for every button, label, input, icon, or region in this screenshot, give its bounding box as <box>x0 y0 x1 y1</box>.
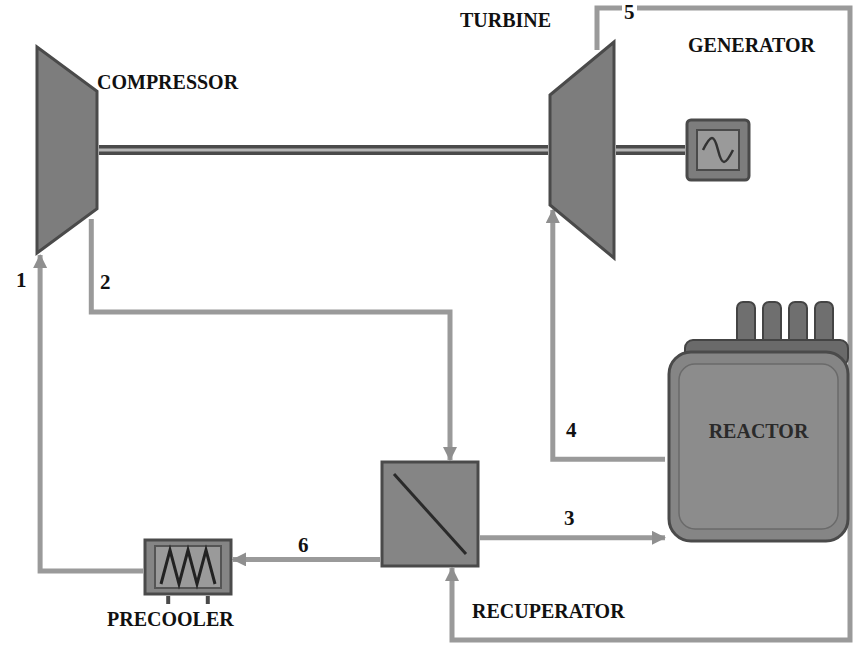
state-number: 1 <box>14 270 29 291</box>
component-label: COMPRESSOR <box>97 71 238 93</box>
component-shape <box>685 118 751 182</box>
component-label: TURBINE <box>460 9 551 31</box>
state-number: 4 <box>564 420 579 441</box>
flow-pipe <box>91 219 450 460</box>
component-node: TURBINE <box>548 40 616 260</box>
state-number: 6 <box>296 535 311 556</box>
component-label: RECUPERATOR <box>472 600 625 622</box>
component-shape <box>380 460 480 568</box>
component-label: GENERATOR <box>688 34 815 56</box>
flow-pipe <box>452 8 850 640</box>
flow-pipe <box>233 559 380 560</box>
flow-pipe <box>480 537 665 538</box>
shaft-line <box>99 150 548 151</box>
state-number: 5 <box>622 2 637 23</box>
component-label: REACTOR <box>665 420 852 442</box>
component-node: COMPRESSOR <box>35 45 99 255</box>
component-node: PRECOOLER <box>143 538 233 604</box>
component-shape <box>143 538 233 604</box>
component-node: RECUPERATOR <box>380 460 480 568</box>
component-node: REACTOR <box>665 300 852 545</box>
shaft-line <box>616 150 685 151</box>
component-shape <box>35 45 99 255</box>
state-number: 3 <box>562 508 577 529</box>
state-number: 2 <box>98 272 113 293</box>
component-shape <box>548 40 616 260</box>
component-label: PRECOOLER <box>107 608 234 630</box>
component-node: GENERATOR <box>685 118 751 182</box>
